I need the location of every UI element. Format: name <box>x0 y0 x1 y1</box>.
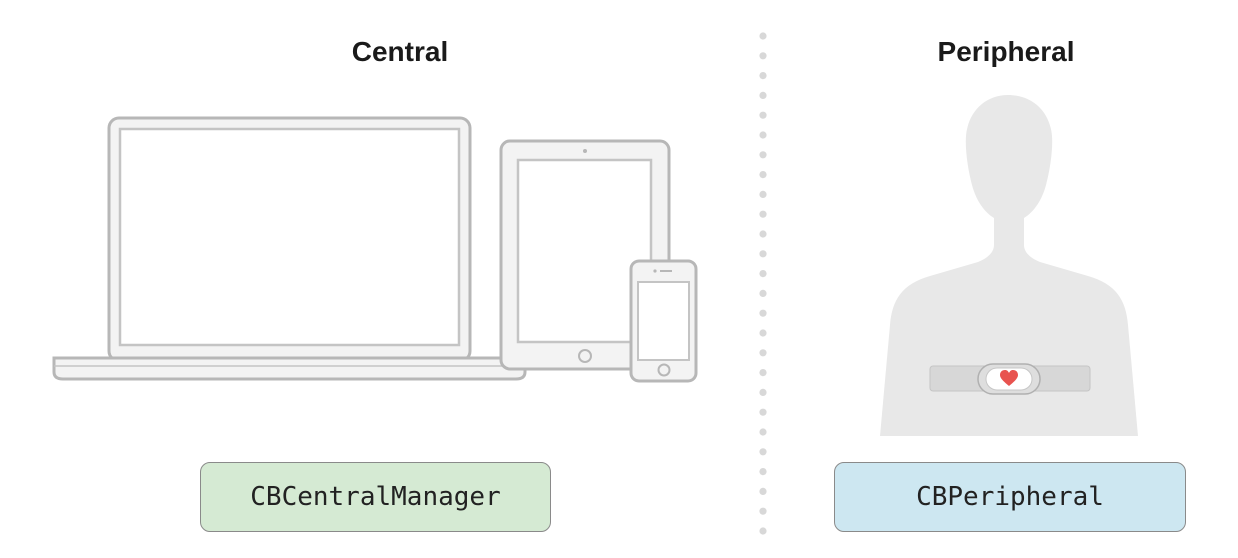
divider-dot <box>759 91 767 99</box>
divider-dot <box>759 131 767 139</box>
person-silhouette-icon <box>880 95 1138 436</box>
divider-dot <box>759 507 767 515</box>
divider-dot <box>759 190 767 198</box>
divider-dot <box>759 487 767 495</box>
central-heading: Central <box>351 36 449 67</box>
divider-dot <box>759 527 767 535</box>
heart-icon <box>1000 370 1018 386</box>
divider-dot <box>759 329 767 337</box>
divider-dot <box>759 408 767 416</box>
tablet-icon <box>499 139 671 371</box>
peripheral-class-label: CBPeripheral <box>834 462 1186 532</box>
divider-dot <box>759 428 767 436</box>
laptop-icon <box>52 116 527 381</box>
divider-dot <box>759 270 767 278</box>
divider-dot <box>759 52 767 60</box>
divider-dot <box>759 250 767 258</box>
divider-dot <box>759 309 767 317</box>
central-class-name: CBCentralManager <box>250 482 501 512</box>
divider-dot <box>759 369 767 377</box>
divider-dot <box>759 171 767 179</box>
divider-dot <box>759 230 767 238</box>
phone-icon <box>629 259 698 383</box>
peripheral-heading: Peripheral <box>937 36 1075 67</box>
divider-dot <box>759 448 767 456</box>
divider-dot <box>759 72 767 80</box>
central-class-label: CBCentralManager <box>200 462 551 532</box>
peripheral-class-name: CBPeripheral <box>916 482 1104 512</box>
divider-dot <box>759 388 767 396</box>
divider-dot <box>759 468 767 476</box>
divider-dot <box>759 210 767 218</box>
divider-dot <box>759 349 767 357</box>
divider-dot <box>759 289 767 297</box>
divider-dot <box>759 151 767 159</box>
divider-dot <box>759 111 767 119</box>
section-divider <box>759 32 767 535</box>
divider-dot <box>759 32 767 40</box>
